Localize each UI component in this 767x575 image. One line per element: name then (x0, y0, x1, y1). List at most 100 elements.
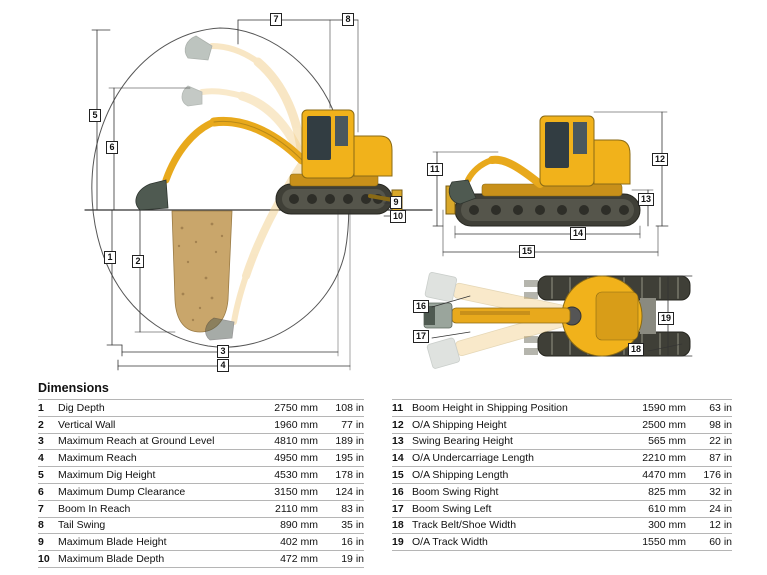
dim-label: Boom Swing Left (412, 502, 492, 515)
table-row: 2 Vertical Wall 1960 mm 77 in (38, 417, 364, 434)
dim-number: 18 (392, 519, 404, 532)
dim-callout-12: 12 (652, 153, 669, 166)
dim-label: Maximum Blade Height (58, 536, 167, 549)
dim-callout-16: 16 (413, 300, 430, 313)
dim-number: 6 (38, 485, 44, 498)
ghost-arm-dump (181, 85, 307, 163)
dim-callout-9: 9 (390, 196, 402, 209)
dim-mm-value: 610 mm (648, 502, 686, 515)
ghost-bucket-top (184, 35, 213, 61)
dim-number: 12 (392, 418, 404, 431)
dim-mm-value: 2210 mm (642, 452, 686, 465)
excavator-side-body (275, 109, 403, 215)
boom-top-view (423, 302, 571, 329)
main-bucket (135, 179, 169, 211)
excavator-shipping-body (445, 115, 641, 227)
table-row: 13 Swing Bearing Height 565 mm 22 in (392, 434, 732, 451)
dim-mm-value: 402 mm (280, 536, 318, 549)
dim-number: 1 (38, 401, 44, 414)
dim-in-value: 19 in (341, 553, 364, 566)
dim-mm-value: 1590 mm (642, 401, 686, 414)
dim-label: Tail Swing (58, 519, 106, 532)
table-row: 10 Maximum Blade Depth 472 mm 19 in (38, 551, 364, 568)
dim-mm-value: 3150 mm (274, 485, 318, 498)
dim-number: 3 (38, 435, 44, 448)
dim-label: Maximum Reach at Ground Level (58, 435, 215, 448)
dim-number: 15 (392, 469, 404, 482)
dim-label: Boom Swing Right (412, 485, 499, 498)
dimensions-table-right: 11 Boom Height in Shipping Position 1590… (392, 399, 732, 568)
dim-mm-value: 300 mm (648, 519, 686, 532)
dim-callout-1: 1 (104, 251, 116, 264)
dim-mm-value: 4810 mm (274, 435, 318, 448)
dim-label: Maximum Blade Depth (58, 553, 165, 566)
dimensions-section: Dimensions 1 Dig Depth 2750 mm 108 in 2 … (38, 381, 732, 568)
table-row: 5 Maximum Dig Height 4530 mm 178 in (38, 467, 364, 484)
dim-callout-4: 4 (217, 359, 229, 372)
table-row: 3 Maximum Reach at Ground Level 4810 mm … (38, 434, 364, 451)
dim-mm-value: 565 mm (648, 435, 686, 448)
dim-in-value: 22 in (709, 435, 732, 448)
dim-in-value: 24 in (709, 502, 732, 515)
dim-label: Swing Bearing Height (412, 435, 513, 448)
dim-callout-19: 19 (658, 312, 675, 325)
working-range-envelope (91, 27, 350, 348)
table-row: 11 Boom Height in Shipping Position 1590… (392, 400, 732, 417)
dim-number: 2 (38, 418, 44, 431)
boom-folded (488, 155, 544, 188)
blade-arm (368, 194, 395, 202)
dim-callout-18: 18 (628, 343, 645, 356)
dim-number: 16 (392, 485, 404, 498)
dim-number: 4 (38, 452, 44, 465)
dim-mm-value: 825 mm (648, 485, 686, 498)
dim-callout-5: 5 (89, 109, 101, 122)
dim-in-value: 63 in (709, 401, 732, 414)
dim-mm-value: 2500 mm (642, 418, 686, 431)
dim-in-value: 12 in (709, 519, 732, 532)
ghost-bucket-bottom (205, 317, 235, 341)
dim-label: Maximum Dig Height (58, 469, 156, 482)
dim-number: 14 (392, 452, 404, 465)
dim-mm-value: 4470 mm (642, 469, 686, 482)
axle-rear (640, 298, 656, 334)
dim-callout-15: 15 (519, 245, 536, 258)
dim-in-value: 98 in (709, 418, 732, 431)
dim-mm-value: 4530 mm (274, 469, 318, 482)
dim-label: Track Belt/Shoe Width (412, 519, 517, 532)
dim-in-value: 176 in (703, 469, 732, 482)
excavator-dimension-diagrams: 1 2 3 4 5 6 7 8 9 10 11 12 13 14 15 16 1… (84, 13, 693, 372)
table-row: 15 O/A Shipping Length 4470 mm 176 in (392, 467, 732, 484)
dim-in-value: 60 in (709, 536, 732, 549)
cab-window-shipping (545, 122, 569, 168)
main-boom-arm (135, 116, 307, 211)
dim-label: Boom Height in Shipping Position (412, 401, 568, 414)
top-view-diagram (423, 272, 693, 369)
dim-in-value: 77 in (341, 418, 364, 431)
dim-callout-2: 2 (132, 255, 144, 268)
working-range-diagram (84, 19, 433, 371)
dirt-column (171, 210, 233, 333)
dim-in-value: 124 in (335, 485, 364, 498)
dim-in-value: 16 in (341, 536, 364, 549)
dim-in-value: 108 in (335, 401, 364, 414)
table-row: 14 O/A Undercarriage Length 2210 mm 87 i… (392, 450, 732, 468)
dim-number: 13 (392, 435, 404, 448)
dim-label: Dig Depth (58, 401, 105, 414)
table-row: 8 Tail Swing 890 mm 35 in (38, 518, 364, 535)
dim-callout-8: 8 (342, 13, 354, 26)
dim-number: 5 (38, 469, 44, 482)
dimension-lines-left (91, 19, 395, 371)
dirt-speckles (177, 222, 224, 322)
dimensions-title: Dimensions (38, 381, 109, 395)
dim-number: 11 (392, 401, 404, 414)
dim-mm-value: 2750 mm (274, 401, 318, 414)
dim-label: Vertical Wall (58, 418, 116, 431)
dim-callout-3: 3 (217, 345, 229, 358)
table-row: 9 Maximum Blade Height 402 mm 16 in (38, 534, 364, 552)
table-row: 19 O/A Track Width 1550 mm 60 in (392, 534, 732, 552)
dim-mm-value: 890 mm (280, 519, 318, 532)
dim-label: Maximum Dump Clearance (58, 485, 186, 498)
dim-label: Boom In Reach (58, 502, 131, 515)
dimension-lines-shipping (432, 111, 669, 257)
cab-window (307, 116, 331, 160)
